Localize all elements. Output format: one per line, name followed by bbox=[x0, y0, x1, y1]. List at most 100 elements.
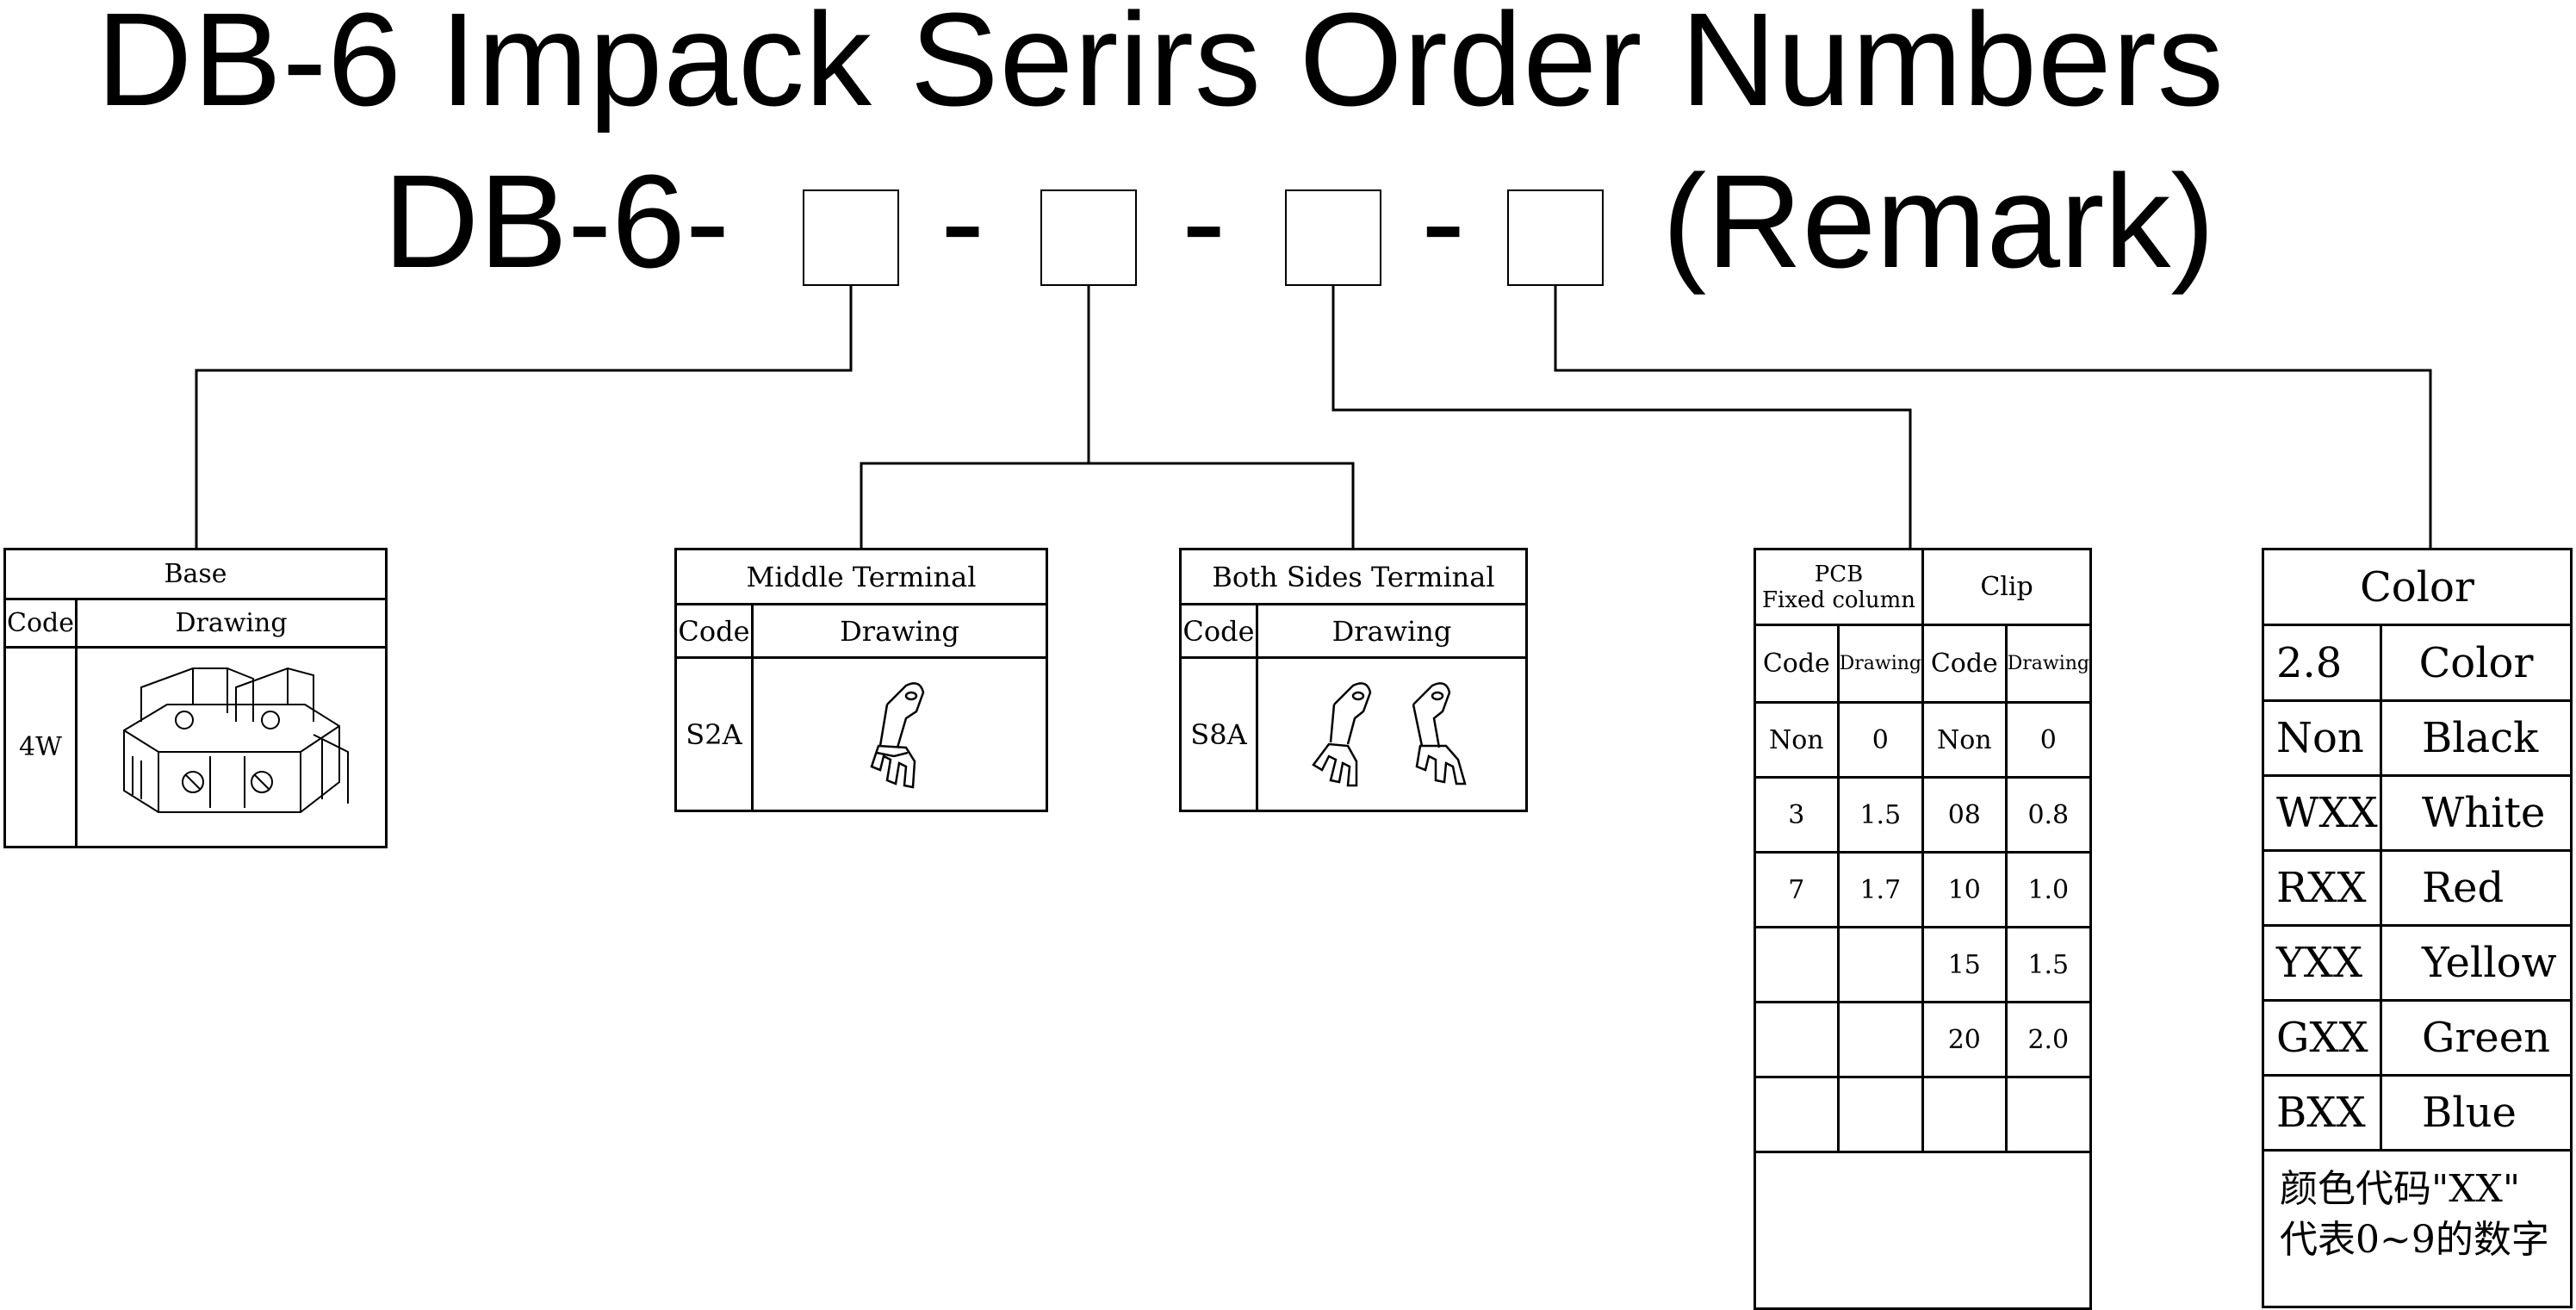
connector-base bbox=[195, 286, 853, 548]
clip-header-code: Code bbox=[1921, 624, 2008, 704]
middle-terminal-table: Middle Terminal Code Drawing S2A bbox=[674, 548, 1048, 812]
table-row: GXX Green bbox=[2262, 999, 2573, 1077]
both-sides-terminal-header-drawing: Drawing bbox=[1256, 603, 1528, 659]
table-row: Non Black bbox=[2262, 699, 2573, 777]
color-name-cell: Red bbox=[2380, 849, 2573, 927]
color-header-code: 2.8 bbox=[2262, 624, 2382, 702]
double-terminal-drawing-svg bbox=[1312, 681, 1467, 786]
pcb-code-cell: 3 bbox=[1754, 776, 1840, 854]
table-row: YXX Yellow bbox=[2262, 924, 2573, 1002]
clip-code-cell: 15 bbox=[1921, 926, 2008, 1003]
page-title: DB-6 Impack Serirs Order Numbers bbox=[96, 0, 2225, 133]
order-code-separator-1: - bbox=[940, 147, 985, 295]
color-name-cell: Black bbox=[2380, 699, 2573, 777]
middle-terminal-table-title: Middle Terminal bbox=[674, 548, 1048, 605]
connector-pcb-clip bbox=[1331, 286, 1912, 548]
clip-drawing-cell: 0 bbox=[2004, 701, 2093, 779]
color-code-cell: GXX bbox=[2262, 999, 2382, 1077]
order-code-remark: (Remark) bbox=[1662, 147, 2215, 295]
pcb-clip-blank-cell bbox=[1754, 1151, 2092, 1310]
pcb-code-cell: Non bbox=[1754, 701, 1840, 779]
both-sides-terminal-table: Both Sides Terminal Code Drawing S8A bbox=[1179, 548, 1528, 812]
color-table-title: Color bbox=[2262, 548, 2573, 626]
table-row: RXX Red bbox=[2262, 849, 2573, 927]
pcb-header-code: Code bbox=[1754, 624, 1840, 704]
table-row: 7 1.7 10 1.0 bbox=[1754, 851, 2093, 928]
clip-code-cell: Non bbox=[1921, 701, 2008, 779]
base-table-code-4w: 4W bbox=[3, 646, 78, 848]
pcb-code-cell: 7 bbox=[1754, 851, 1840, 928]
color-code-cell: RXX bbox=[2262, 849, 2382, 927]
middle-terminal-header-code: Code bbox=[674, 603, 754, 659]
connector-middle-terminal bbox=[860, 462, 1355, 548]
order-code-slot-2 bbox=[1040, 189, 1137, 286]
pcb-code-cell bbox=[1754, 1001, 1840, 1078]
pcb-drawing-cell: 0 bbox=[1836, 701, 1925, 779]
pcb-clip-table: PCB Fixed column Clip Code Drawing Code … bbox=[1753, 548, 2093, 1310]
pcb-drawing-cell: 1.5 bbox=[1836, 776, 1925, 854]
color-name-cell: Yellow bbox=[2380, 924, 2573, 1002]
color-header-color: Color bbox=[2380, 624, 2573, 702]
clip-drawing-cell bbox=[2004, 1076, 2093, 1153]
double-terminal-drawing bbox=[1256, 656, 1528, 812]
table-row: BXX Blue bbox=[2262, 1074, 2573, 1152]
color-name-cell: White bbox=[2380, 774, 2573, 852]
pcb-drawing-cell bbox=[1836, 1001, 1925, 1078]
both-sides-terminal-table-title: Both Sides Terminal bbox=[1179, 548, 1528, 605]
pcb-code-cell bbox=[1754, 1076, 1840, 1153]
base-table-title: Base bbox=[3, 548, 388, 600]
middle-terminal-code-s2a: S2A bbox=[674, 656, 754, 812]
order-code-separator-3: - bbox=[1421, 147, 1466, 295]
clip-code-cell: 20 bbox=[1921, 1001, 2008, 1078]
pcb-header-drawing: Drawing bbox=[1836, 624, 1925, 704]
base-table-header-drawing: Drawing bbox=[75, 598, 388, 649]
pcb-title-line1: PCB bbox=[1814, 561, 1864, 587]
color-name-cell: Green bbox=[2380, 999, 2573, 1077]
color-code-cell: Non bbox=[2262, 699, 2382, 777]
both-sides-terminal-code-s8a: S8A bbox=[1179, 656, 1258, 812]
table-row bbox=[1754, 1076, 2093, 1153]
order-code-slot-1 bbox=[803, 189, 899, 286]
single-terminal-drawing bbox=[751, 656, 1048, 812]
clip-drawing-cell: 1.0 bbox=[2004, 851, 2093, 928]
pcb-drawing-cell bbox=[1836, 1076, 1925, 1153]
pcb-drawing-cell bbox=[1836, 926, 1925, 1003]
table-row: 3 1.5 08 0.8 bbox=[1754, 776, 2093, 854]
order-code-prefix: DB-6- bbox=[383, 147, 730, 295]
order-code-separator-2: - bbox=[1182, 147, 1226, 295]
base-block-drawing-svg bbox=[122, 667, 349, 813]
color-code-note: 颜色代码"XX" 代表0~9的数字 bbox=[2262, 1149, 2573, 1308]
color-note-line2: 代表0~9的数字 bbox=[2280, 1218, 2549, 1263]
color-table: Color 2.8 Color Non Black WXX White RXX … bbox=[2262, 548, 2573, 1308]
clip-drawing-cell: 1.5 bbox=[2004, 926, 2093, 1003]
base-table-header-code: Code bbox=[3, 598, 78, 649]
single-terminal-drawing-svg bbox=[869, 681, 924, 789]
order-code-slot-3 bbox=[1285, 189, 1381, 286]
pcb-code-cell bbox=[1754, 926, 1840, 1003]
table-row: Non 0 Non 0 bbox=[1754, 701, 2093, 779]
table-row: 15 1.5 bbox=[1754, 926, 2093, 1003]
clip-header-drawing: Drawing bbox=[2004, 624, 2093, 704]
pcb-drawing-cell: 1.7 bbox=[1836, 851, 1925, 928]
table-row: 20 2.0 bbox=[1754, 1001, 2093, 1078]
clip-code-cell: 10 bbox=[1921, 851, 2008, 928]
pcb-title-line2: Fixed column bbox=[1762, 587, 1915, 613]
order-code-slot-4 bbox=[1507, 189, 1604, 286]
clip-title: Clip bbox=[1921, 548, 2092, 626]
connector-color bbox=[1554, 286, 2432, 548]
clip-code-cell: 08 bbox=[1921, 776, 2008, 854]
color-note-line1: 颜色代码"XX" bbox=[2280, 1167, 2521, 1211]
clip-drawing-cell: 0.8 bbox=[2004, 776, 2093, 854]
color-code-cell: WXX bbox=[2262, 774, 2382, 852]
pcb-fixed-column-title: PCB Fixed column bbox=[1753, 548, 1925, 626]
clip-code-cell bbox=[1921, 1076, 2008, 1153]
base-table: Base Code Drawing 4W bbox=[3, 548, 388, 848]
both-sides-terminal-header-code: Code bbox=[1179, 603, 1258, 659]
clip-drawing-cell: 2.0 bbox=[2004, 1001, 2093, 1078]
middle-terminal-header-drawing: Drawing bbox=[751, 603, 1048, 659]
color-code-cell: YXX bbox=[2262, 924, 2382, 1002]
color-name-cell: Blue bbox=[2380, 1074, 2573, 1152]
color-code-cell: BXX bbox=[2262, 1074, 2382, 1152]
base-block-drawing bbox=[75, 646, 388, 848]
